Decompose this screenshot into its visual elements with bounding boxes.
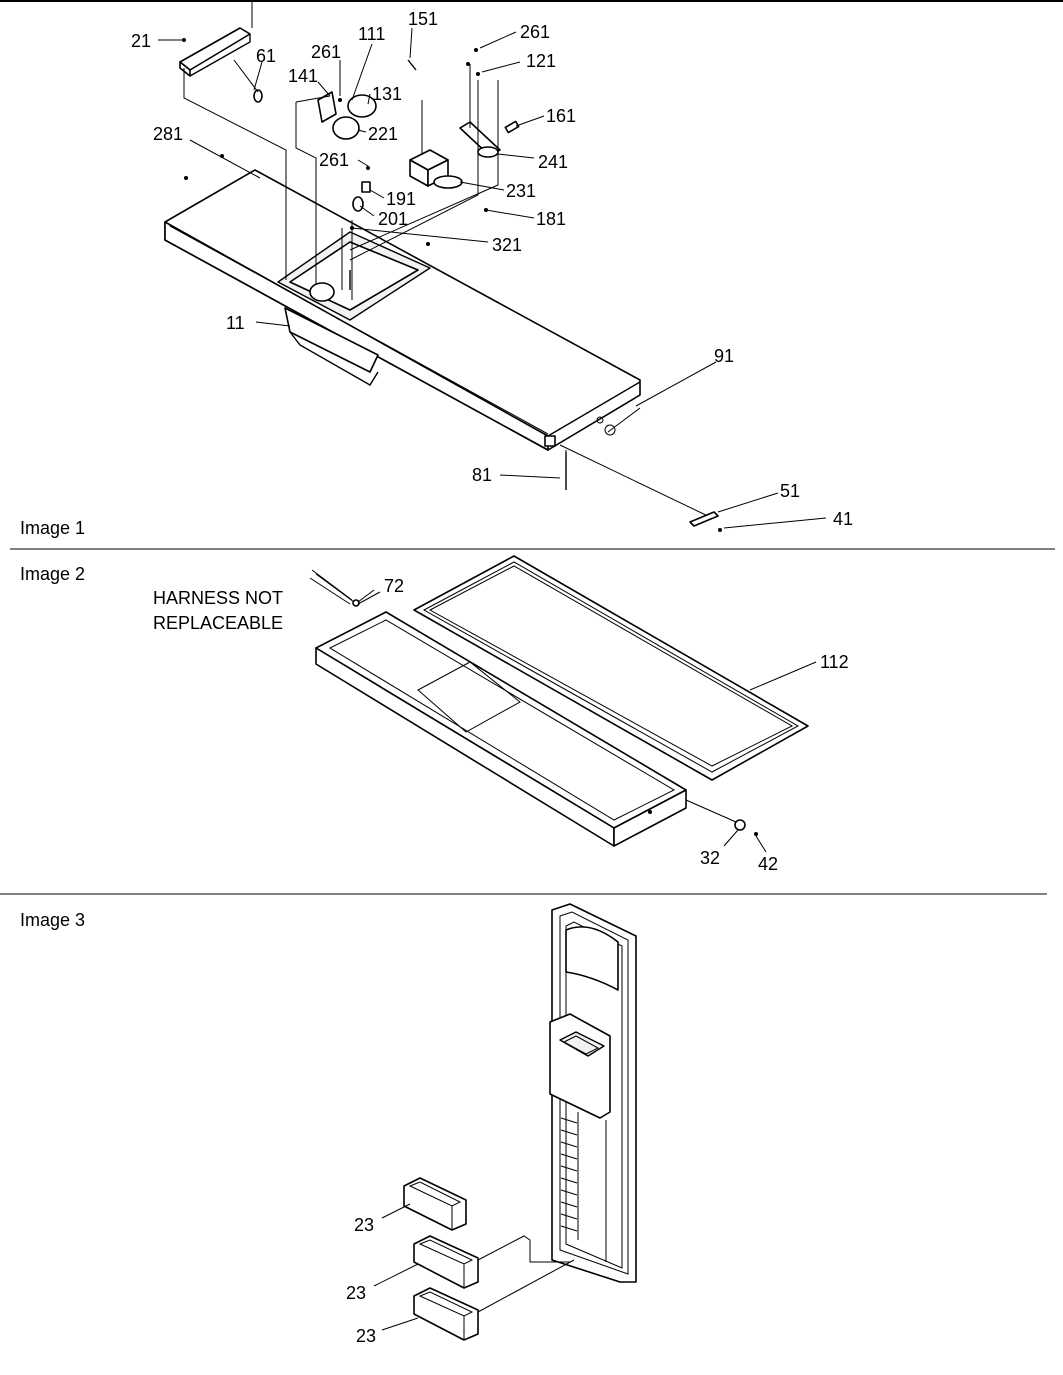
light-cover-part	[179, 2, 263, 103]
callout-111: 111	[358, 24, 385, 44]
door-bin-3	[413, 1287, 479, 1341]
callout-42: 42	[758, 854, 778, 874]
refrigerator-door	[549, 903, 637, 1283]
assembly-lines-1	[183, 68, 722, 532]
leaders-2	[357, 589, 817, 853]
callouts-1: 21 61 261 111 151 261 121 141 131 221 16…	[131, 9, 853, 529]
panel-image-2: Image 2 HARNESS NOT REPLACEABLE	[20, 555, 849, 874]
harness-note-line-2: REPLACEABLE	[153, 613, 283, 633]
callout-261-c: 261	[319, 150, 349, 170]
harness-note-line-1: HARNESS NOT	[153, 588, 283, 608]
screw-parts	[685, 799, 758, 836]
callout-21: 21	[131, 31, 151, 51]
callout-321: 321	[492, 235, 522, 255]
door-bin-2	[413, 1235, 479, 1289]
fan-assembly	[317, 59, 417, 140]
panel-2-title: Image 2	[20, 564, 85, 584]
callout-51: 51	[780, 481, 800, 501]
callout-221: 221	[368, 124, 398, 144]
assembly-lines-3	[477, 1235, 575, 1313]
callout-181: 181	[536, 209, 566, 229]
callout-151: 151	[408, 9, 438, 29]
housing-tray	[315, 611, 687, 847]
callout-11: 11	[226, 313, 245, 333]
callout-61: 61	[256, 46, 276, 66]
callout-191: 191	[386, 189, 416, 209]
callout-23-b: 23	[346, 1283, 366, 1303]
callout-72: 72	[384, 576, 404, 596]
door-bin-1	[403, 1177, 467, 1231]
leaders-3	[373, 1203, 419, 1331]
callout-131: 131	[372, 84, 402, 104]
callout-141: 141	[288, 66, 318, 86]
callout-231: 231	[506, 181, 536, 201]
wire-harness	[309, 569, 381, 607]
sensor-parts	[352, 166, 371, 212]
callout-201: 201	[378, 209, 408, 229]
damper-part	[409, 100, 463, 189]
callout-261-a: 261	[311, 42, 341, 62]
callout-281: 281	[153, 124, 183, 144]
callout-261-b: 261	[520, 22, 550, 42]
panel-image-1: Image 1	[20, 2, 853, 538]
panel-3-title: Image 3	[20, 910, 85, 930]
callout-112: 112	[820, 652, 849, 672]
callout-91: 91	[714, 346, 734, 366]
callout-121: 121	[526, 51, 556, 71]
panel-1-title: Image 1	[20, 518, 85, 538]
callouts-3: 23 23 23	[346, 1215, 376, 1346]
callout-32: 32	[700, 848, 720, 868]
control-housing	[164, 154, 641, 451]
callout-241: 241	[538, 152, 568, 172]
callout-161: 161	[546, 106, 576, 126]
callout-23-a: 23	[354, 1215, 374, 1235]
panel-image-3: Image 3	[20, 903, 637, 1346]
callouts-2: 72 112 32 42	[384, 576, 849, 874]
door-shelf-ribs	[560, 1117, 578, 1232]
callout-41: 41	[833, 509, 853, 529]
gasket-frame	[413, 555, 809, 781]
callout-81: 81	[472, 465, 492, 485]
callout-23-c: 23	[356, 1326, 376, 1346]
leaders-1	[158, 27, 827, 529]
